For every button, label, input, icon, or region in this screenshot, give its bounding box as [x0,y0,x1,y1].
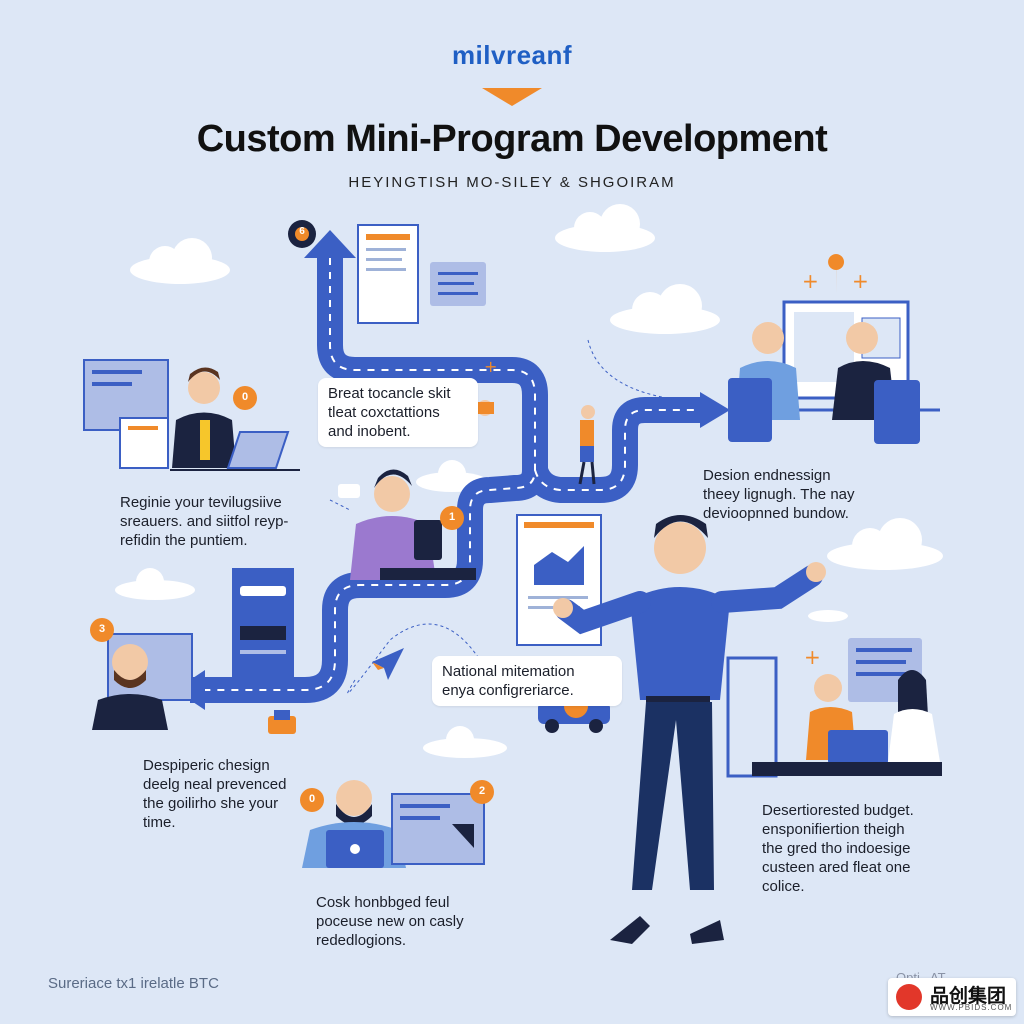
brand-logo-text: milvreanf [451,40,573,70]
step-caption-2: Reginie your tevilugsiive sreauers. and … [120,494,289,549]
step-badge: 1 [448,511,456,523]
location-pin-icon [828,254,845,294]
step-badge: 2 [478,785,486,797]
step-caption-4: National mitemation enya configreriarce. [432,656,622,706]
svg-text:+: + [484,357,497,376]
step-caption-3: Desion endnessign theey lignugh. The nay… [703,467,855,522]
step-badge: 6 [299,226,305,237]
server-icon [232,568,294,680]
laptop-icon [226,431,290,469]
step-badge: 0 [308,793,316,805]
svg-text:+: + [804,645,821,669]
brand-arrow-icon [482,88,542,106]
step-badge: 0 [241,391,249,403]
step-caption-7: Cosk honbbged feul poceuse new on casly … [316,894,464,949]
step-caption-5: Despiperic chesign deelg neal prevenced … [143,757,287,831]
person-icon [654,522,706,574]
logo-url: WWW.PBIDS.COM [930,1003,1013,1012]
road-path-icon [175,230,940,710]
logo-mark-icon [896,984,922,1010]
page-subtitle: HEYINGTISH MO-SILEY & SHGOIRAM [348,174,676,191]
step-badge: 3 [98,623,106,635]
document-icon [357,224,419,324]
step-caption-6: Desertiorested budget. ensponifiertion t… [762,802,914,895]
watermark-logo: 品创集团 WWW.PBIDS.COM [888,978,1016,1016]
plus-icon: + [802,269,819,293]
laptop-icon [828,730,888,764]
logo-text: 品创集团 [930,986,1007,1007]
paper-plane-icon [372,648,404,680]
cloud-icon [115,204,943,758]
svg-text:+: + [852,269,869,293]
footer-text: Sureriace tx1 irelatle BTC [48,975,219,992]
person-icon [188,372,220,404]
step-caption-1: Breat tocancle skit tleat coxctattions a… [318,378,478,447]
page-title: Custom Mini-Program Development [196,118,828,160]
